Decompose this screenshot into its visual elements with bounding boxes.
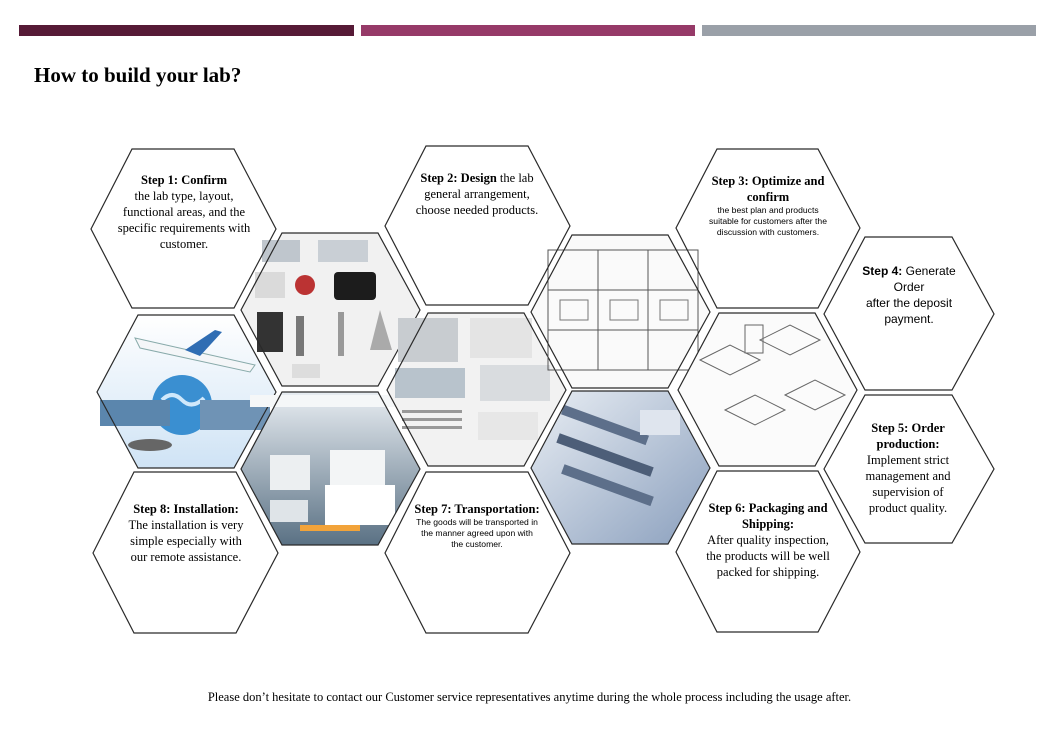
step4-body: after the deposit payment. [865, 296, 953, 326]
step8-body: The installation is very simple especial… [128, 518, 244, 564]
step4-text: Step 4: Generate Order after the deposit… [850, 263, 968, 326]
step1-text: Step 1: Confirm the lab type, layout, fu… [116, 172, 252, 284]
step8-text: Step 8: Installation: The installation i… [124, 501, 248, 611]
page-title: How to build your lab? [34, 63, 242, 87]
step2-body: the lab general arrangement, choose need… [415, 171, 539, 217]
hex-step2 [384, 145, 571, 306]
image-hex-floorplan [530, 234, 711, 389]
step6-body: After quality inspection, the products w… [706, 533, 830, 579]
step4-head2: Generate Order [893, 264, 956, 294]
hex-step6 [675, 470, 861, 633]
step5-text: Step 5: Order production: Implement stri… [852, 420, 964, 520]
step3-body: the best plan and products suitable for … [709, 205, 827, 237]
step6-text: Step 6: Packaging and Shipping: After qu… [706, 500, 830, 620]
hex-step3 [675, 148, 861, 309]
image-hex-isometric [677, 312, 858, 467]
hex-step7 [384, 471, 571, 634]
footer-note: Please don’t hesitate to contact our Cus… [207, 690, 852, 704]
hex-step8 [92, 471, 279, 634]
step3-heading: Step 3: Optimize and confirm [711, 174, 825, 204]
step8-heading: Step 8: Installation: [133, 502, 239, 516]
header-bar-gray [702, 25, 1036, 36]
step7-body: The goods will be transported in the man… [416, 517, 538, 549]
step7-text: Step 7: Transportation: The goods will b… [414, 501, 540, 581]
step3-text: Step 3: Optimize and confirm the best pl… [703, 173, 833, 273]
step2-text: Step 2: Design the lab general arrangeme… [414, 170, 540, 270]
hex-step5 [823, 394, 995, 544]
step5-heading: Step 5: Order production: [871, 421, 945, 451]
image-hex-3d-render [530, 390, 711, 545]
step2-heading: Step 2: Design [420, 171, 497, 185]
image-hex-drawings [386, 312, 567, 467]
image-hex-lab-room [240, 391, 421, 546]
image-hex-products [240, 232, 421, 387]
header-bar-dark [19, 25, 354, 36]
step7-heading: Step 7: Transportation: [414, 502, 540, 516]
hex-step4 [823, 236, 995, 391]
step5-body: Implement strict management and supervis… [865, 453, 951, 515]
step1-body: the lab type, layout, functional areas, … [117, 189, 251, 251]
step6-heading: Step 6: Packaging and Shipping: [708, 501, 828, 531]
step4-heading: Step 4: [862, 264, 903, 278]
image-hex-airplane [96, 314, 277, 469]
header-bar-magenta [361, 25, 695, 36]
hex-step1 [90, 148, 277, 309]
step1-heading: Step 1: Confirm [140, 173, 228, 187]
